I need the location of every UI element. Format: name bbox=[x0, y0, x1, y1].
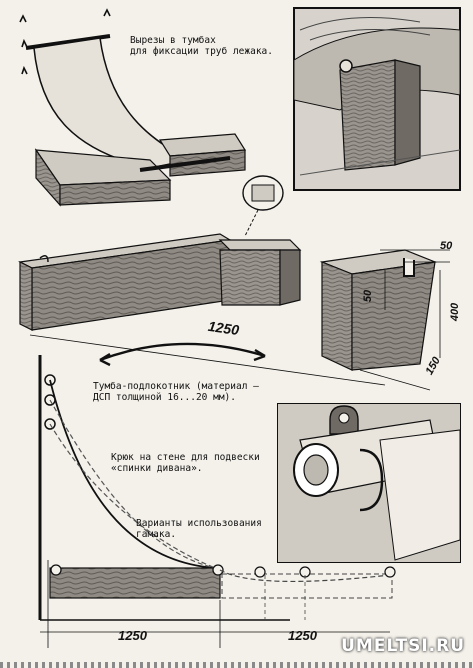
watermark: UMELTSI.RU bbox=[341, 636, 465, 656]
dim-slot-depth: 50 bbox=[362, 289, 375, 303]
bed-photo bbox=[293, 7, 461, 191]
dim-height: 400 bbox=[449, 302, 462, 322]
variants-diagram bbox=[38, 355, 396, 648]
hammock-drawing bbox=[19, 8, 247, 207]
dim-slot-width: 50 bbox=[440, 240, 453, 252]
caption-hook: Крюк на стене для подвески «спинки диван… bbox=[111, 452, 260, 474]
armrest-boxes bbox=[18, 175, 450, 391]
caption-armrest: Тумба-подлокотник (материал — ДСП толщин… bbox=[93, 381, 259, 403]
dim-length-bottom-left: 1250 bbox=[118, 628, 147, 643]
hook-photo bbox=[277, 403, 461, 563]
caption-cutouts: Вырезы в тумбах для фиксации труб лежака… bbox=[130, 35, 273, 57]
dim-length-bottom-right: 1250 bbox=[288, 628, 317, 643]
caption-variants: Варианты использования гамака. bbox=[136, 518, 262, 540]
bottom-strip bbox=[0, 662, 473, 668]
